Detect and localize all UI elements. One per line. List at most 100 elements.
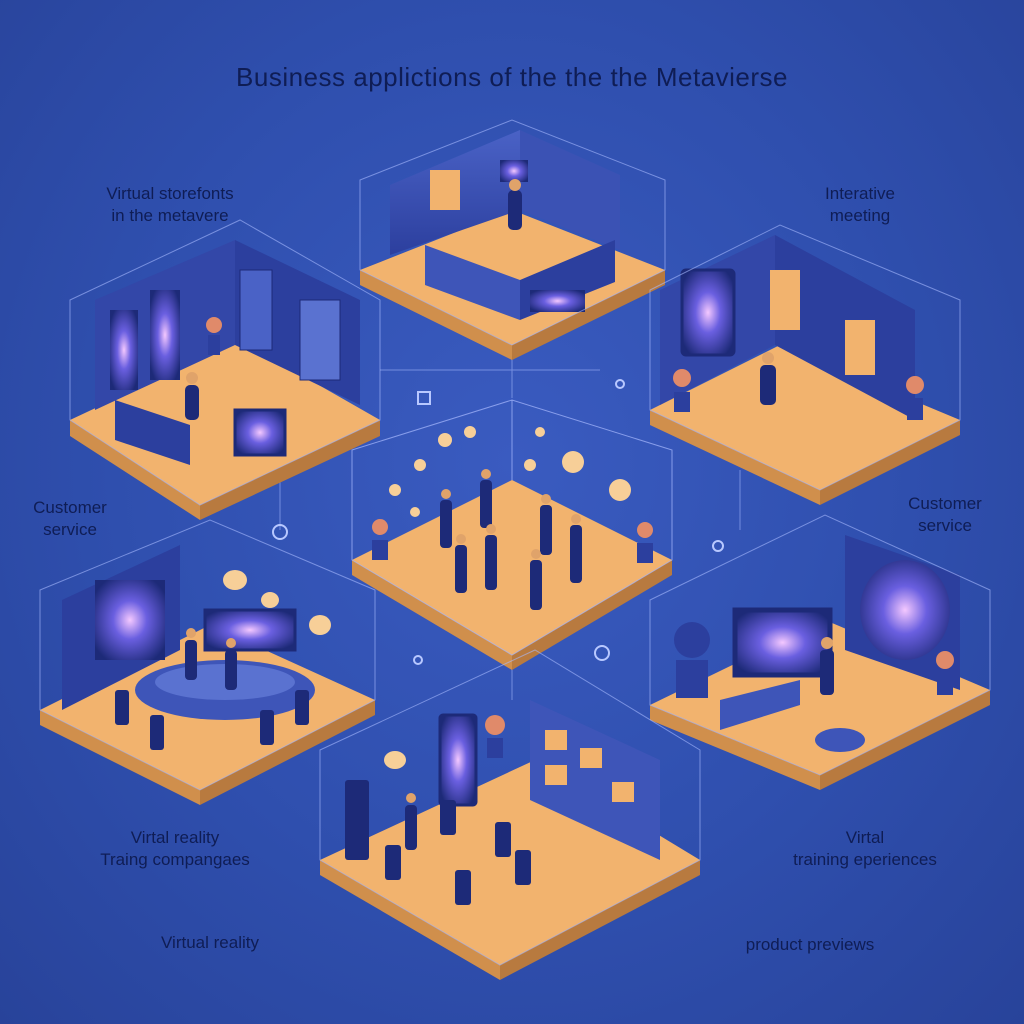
- plant-icon: [206, 317, 222, 333]
- coin-icon: [389, 484, 401, 496]
- chat-bubble-icon: [384, 751, 406, 769]
- label-line: Virtal reality: [130, 828, 220, 847]
- label-vr-training: Virtal reality Traing compangaes: [50, 827, 300, 871]
- meeting-panel: [770, 270, 800, 330]
- connector-node: [417, 391, 431, 405]
- label-line: Customer: [33, 498, 107, 517]
- person-figure: [185, 385, 199, 420]
- room-middle-left: [39, 519, 376, 805]
- plant-icon: [674, 622, 710, 658]
- person-figure: [570, 525, 582, 583]
- chat-bubble-icon: [261, 592, 279, 608]
- page-title: Business applictions of the the the Meta…: [236, 62, 788, 92]
- person-figure: [405, 805, 417, 850]
- plant-icon: [673, 369, 691, 387]
- label-line: service: [43, 520, 97, 539]
- training-desk: [720, 680, 800, 730]
- person-figure: [440, 500, 452, 548]
- chair: [385, 845, 401, 880]
- shelf-item: [545, 730, 567, 750]
- coin-icon: [410, 507, 420, 517]
- label-line: meeting: [829, 206, 891, 225]
- room-bottom-center: [319, 649, 701, 980]
- label-interactive-meetings: Interative meeting: [760, 183, 960, 227]
- label-line: Interative: [825, 184, 895, 203]
- coin-icon: [524, 459, 536, 471]
- label-line: Traing compangaes: [100, 850, 250, 869]
- plant-icon: [936, 651, 954, 669]
- hologram-globe: [860, 560, 950, 660]
- shelf-item: [580, 748, 602, 768]
- store-display: [110, 310, 138, 390]
- connector-node: [272, 524, 288, 540]
- shelf-items: [545, 730, 634, 802]
- room-floor: [70, 340, 380, 505]
- label-customer-service-left: Customer service: [10, 497, 130, 541]
- room-top-center: [359, 119, 666, 360]
- connector-node: [594, 645, 610, 661]
- coin-icon: [414, 459, 426, 471]
- shelf-item: [612, 782, 634, 802]
- store-display: [239, 269, 273, 351]
- chair: [295, 690, 309, 725]
- chairs: [115, 690, 309, 750]
- connector-node: [413, 655, 423, 665]
- label-line: training eperiences: [793, 850, 937, 869]
- person-figure: [185, 640, 197, 680]
- room-middle-right: [649, 514, 991, 790]
- label-virtual-reality: Virtual reality: [161, 933, 259, 952]
- training-monitor: [732, 607, 833, 678]
- person-figure: [760, 365, 776, 405]
- display-screen: [438, 713, 478, 807]
- mirror-panel: [345, 780, 369, 860]
- chair: [150, 715, 164, 750]
- coin-icon: [535, 427, 545, 437]
- store-monitor: [233, 408, 287, 457]
- person-figure: [508, 190, 522, 230]
- booth-wall: [425, 245, 520, 320]
- person-figure: [530, 560, 542, 610]
- label-customer-service-right: Customer service: [880, 493, 1010, 537]
- person-figure: [480, 480, 492, 528]
- service-monitors: [203, 608, 297, 652]
- chair: [495, 822, 511, 857]
- chair: [115, 690, 129, 725]
- label-line: service: [918, 516, 972, 535]
- booth-screen: [530, 290, 585, 312]
- chair: [455, 870, 471, 905]
- label-line: Customer: [908, 494, 982, 513]
- coin-icon: [438, 433, 452, 447]
- coin-icon: [562, 451, 584, 473]
- booth-screen: [500, 160, 528, 182]
- label-product-previews: product previews: [745, 935, 875, 954]
- meeting-screen: [680, 268, 736, 357]
- connector-nodes: [272, 379, 724, 665]
- label-virtual-storefronts: Virtual storefonts in the metavere: [40, 183, 300, 227]
- label-line: in the metavere: [111, 206, 229, 225]
- plant-icon: [637, 522, 653, 538]
- booth-wall: [520, 130, 620, 250]
- person-figure: [540, 505, 552, 555]
- person-figure: [225, 650, 237, 690]
- shelf-item: [545, 765, 567, 785]
- store-counter: [115, 400, 190, 465]
- label-virtual-training: Virtal training eperiences: [740, 827, 990, 871]
- chat-bubbles: [223, 570, 331, 635]
- label-line: Virtual storefonts: [106, 184, 234, 203]
- chairs: [385, 800, 531, 905]
- person-figure: [455, 545, 467, 593]
- lounge-chair: [815, 728, 865, 752]
- chat-bubble-icon: [223, 570, 247, 590]
- chair: [440, 800, 456, 835]
- room-floor: [352, 480, 672, 655]
- person-figure: [820, 650, 834, 695]
- chat-bubble-icon: [309, 615, 331, 635]
- store-display: [299, 299, 341, 381]
- coin-icon: [464, 426, 476, 438]
- chair: [515, 850, 531, 885]
- person-figure: [485, 535, 497, 590]
- coin-icon: [609, 479, 631, 501]
- room-center: [351, 399, 673, 670]
- plant-icon: [372, 519, 388, 535]
